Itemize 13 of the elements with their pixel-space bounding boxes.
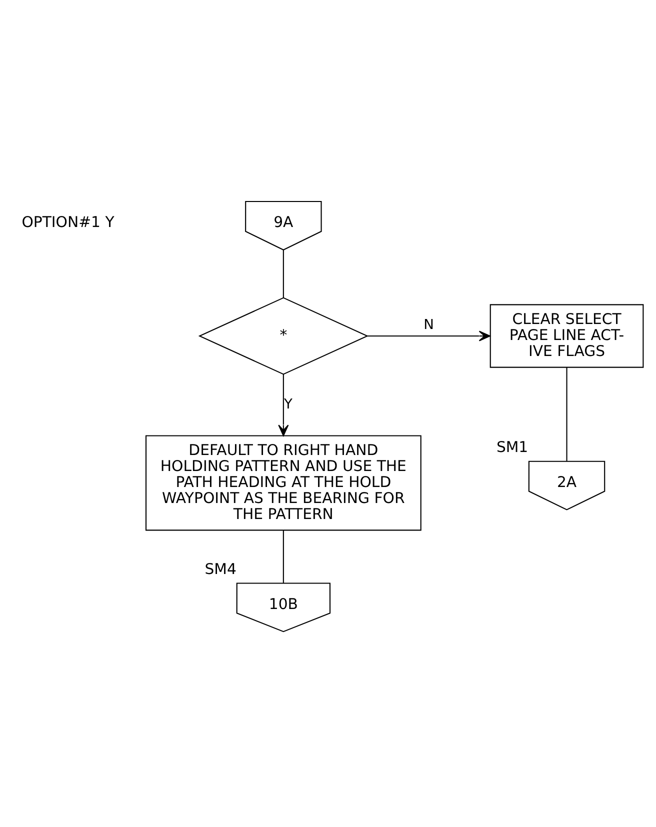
label: OPTION#1 Y [22,212,114,231]
node-box: DEFAULT TO RIGHT HAND HOLDING PATTERN AND USE THE PATH HEADING AT THE HOLD WAYPOINT AS THE BEARING FOR THE PATTERN [145,434,422,530]
connector [566,366,568,460]
connector [282,249,284,298]
node-label: SM1 [496,438,528,456]
edge-label: Y [284,396,292,412]
node-label: SM4 [204,559,236,578]
arrow [278,374,289,436]
node-diamond: * [198,296,369,374]
arrow [367,330,490,341]
edge-label: N [424,316,434,332]
node-box: CLEAR SELECT PAGE LINE ACT-IVE FLAGS [490,304,644,368]
connector [282,530,284,582]
